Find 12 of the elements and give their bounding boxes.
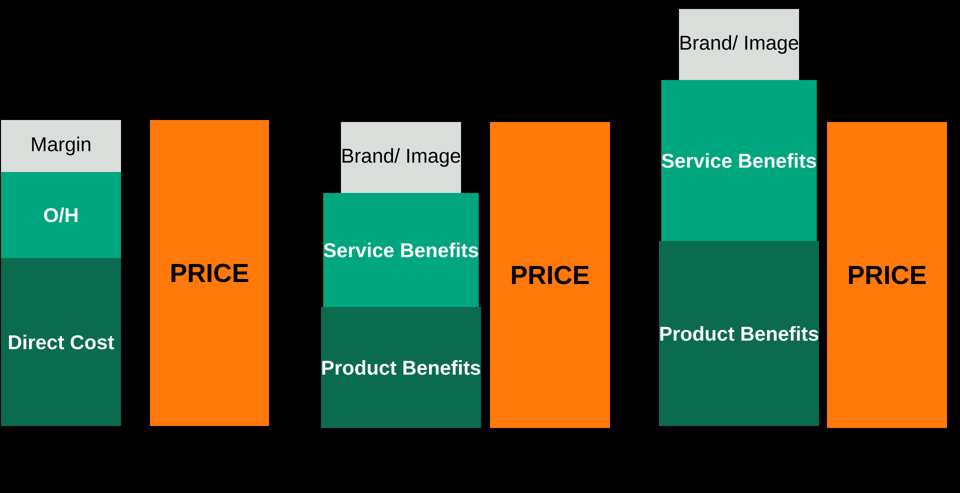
component-box: Service Benefits [323, 193, 479, 307]
component-box: Brand/ Image [340, 122, 462, 193]
price-bar: PRICE [150, 120, 269, 426]
component-box: Brand/ Image [678, 9, 800, 80]
component-box: Product Benefits [321, 307, 482, 428]
component-box: Direct Cost [1, 258, 121, 426]
component-box: O/H [1, 172, 121, 258]
component-box: Margin [1, 120, 121, 172]
price-bar: PRICE [490, 122, 610, 428]
component-box: Product Benefits [659, 241, 820, 426]
price-bar: PRICE [827, 122, 947, 428]
component-box: Service Benefits [661, 80, 817, 241]
